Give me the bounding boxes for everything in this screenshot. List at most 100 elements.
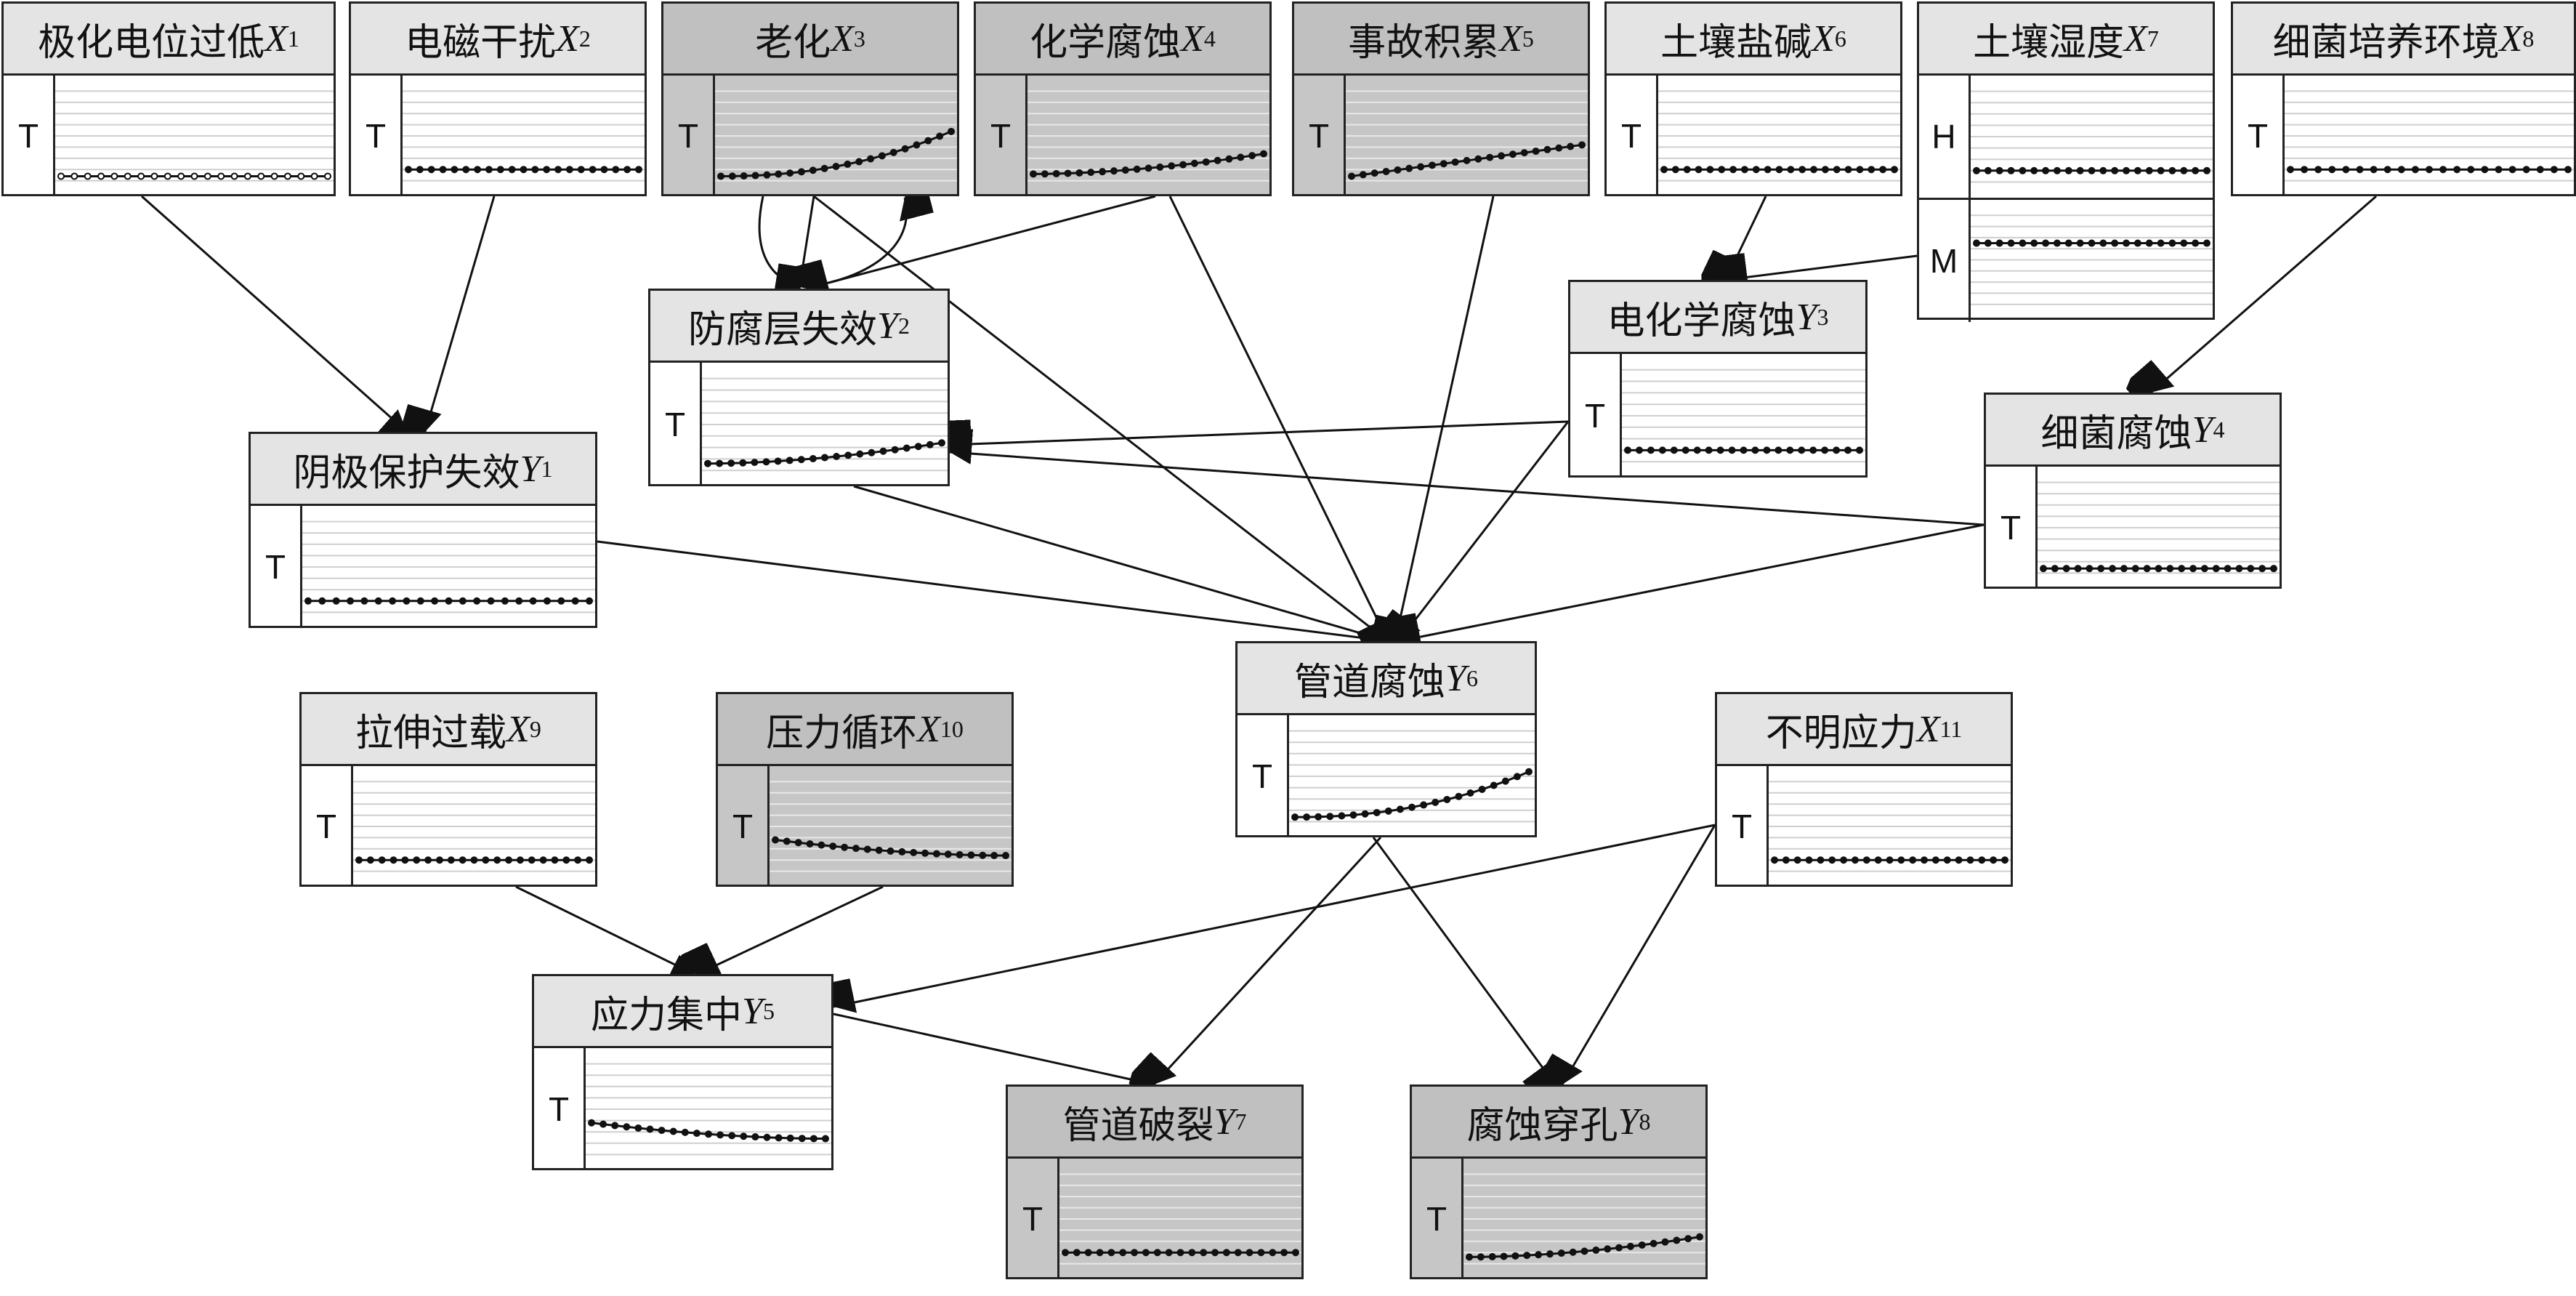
node-variable: Y	[742, 990, 763, 1032]
trend-plot-svg	[586, 1063, 831, 1156]
trend-point	[1245, 1249, 1253, 1257]
node-subscript: 2	[897, 312, 910, 339]
trend-point	[304, 597, 312, 605]
trend-point	[1488, 1252, 1496, 1260]
edge-x2-y1	[425, 196, 496, 432]
trend-point	[459, 597, 467, 605]
trend-point	[1455, 792, 1463, 800]
trend-point	[2042, 166, 2050, 174]
trend-point	[2453, 166, 2461, 174]
trend-plot	[1622, 354, 1865, 478]
trend-plot	[1059, 1159, 1301, 1279]
trend-point	[1525, 768, 1533, 776]
node-variable: Y	[1618, 1100, 1639, 1143]
node-subscript: 1	[541, 455, 553, 482]
trend-point	[2247, 565, 2255, 573]
trend-point	[806, 840, 814, 848]
trend-point	[1165, 1249, 1173, 1257]
trend-plot	[586, 1048, 831, 1170]
trend-point	[2145, 166, 2153, 174]
trend-point	[646, 1125, 654, 1133]
trend-point	[2133, 166, 2141, 174]
trend-point	[1604, 1245, 1612, 1253]
trend-point	[577, 166, 585, 174]
trend-point	[1718, 166, 1726, 174]
trend-point	[1349, 811, 1357, 819]
node-label: 管道腐蚀	[1294, 661, 1446, 704]
trend-point	[1075, 169, 1083, 177]
trend-point	[798, 1135, 806, 1143]
node-subscript: 10	[940, 715, 964, 742]
trend-point	[1408, 803, 1416, 811]
trend-point	[318, 597, 326, 605]
state-row: T	[1008, 1159, 1301, 1279]
trend-plot-svg	[2038, 481, 2280, 574]
edge-y4-y2	[950, 452, 1985, 526]
trend-point	[1237, 153, 1245, 161]
state-label: T	[1570, 354, 1622, 478]
trend-point	[1119, 1249, 1127, 1257]
trend-plot-svg	[403, 90, 645, 182]
trend-point	[1728, 446, 1736, 454]
trend-point	[543, 597, 551, 605]
trend-point	[1638, 1241, 1646, 1249]
trend-point	[1417, 163, 1425, 171]
state-label: T	[2233, 76, 2285, 196]
trend-point	[1658, 446, 1666, 454]
trend-point	[783, 837, 791, 845]
trend-point	[2314, 166, 2322, 174]
trend-point	[243, 172, 251, 180]
trend-plot	[1769, 766, 2011, 887]
trend-point	[1428, 161, 1436, 169]
trend-point	[2258, 565, 2266, 573]
trend-point	[297, 172, 305, 180]
trend-point	[366, 856, 374, 864]
trend-point	[979, 851, 987, 859]
trend-point	[2064, 239, 2072, 247]
edge-x6-y3	[1726, 196, 1767, 280]
trend-point	[763, 1133, 771, 1141]
trend-point	[347, 597, 355, 605]
node-label: 应力集中	[591, 994, 743, 1037]
trend-point	[786, 169, 794, 177]
trend-point	[1798, 446, 1806, 454]
trend-point	[855, 158, 863, 166]
trend-point	[1817, 856, 1825, 864]
trend-point	[2097, 565, 2105, 573]
trend-point	[856, 450, 864, 458]
edge-y6-y8	[1372, 837, 1555, 1084]
edge-x3-y2	[799, 196, 814, 289]
trend-point	[1303, 813, 1311, 821]
trend-point	[485, 166, 493, 174]
trend-point	[1099, 168, 1107, 176]
edge-y3-y2	[950, 422, 1569, 445]
state-row: T	[1294, 76, 1588, 196]
trend-point	[451, 166, 459, 174]
trend-point	[2109, 565, 2117, 573]
trend-point	[1984, 166, 1992, 174]
trend-point	[1179, 161, 1187, 169]
trend-plot-svg	[1971, 214, 2213, 305]
trend-point	[1821, 166, 1829, 174]
trend-plot	[302, 506, 595, 628]
node-variable: X	[917, 708, 940, 750]
trend-point	[1543, 145, 1551, 153]
state-row: T	[1412, 1159, 1705, 1279]
trend-point	[1064, 169, 1072, 177]
trend-point	[1291, 813, 1299, 821]
trend-point	[2536, 166, 2544, 174]
state-row: T	[976, 76, 1269, 196]
trend-point	[1292, 1249, 1299, 1257]
trend-point	[520, 166, 528, 174]
trend-point	[2064, 166, 2072, 174]
